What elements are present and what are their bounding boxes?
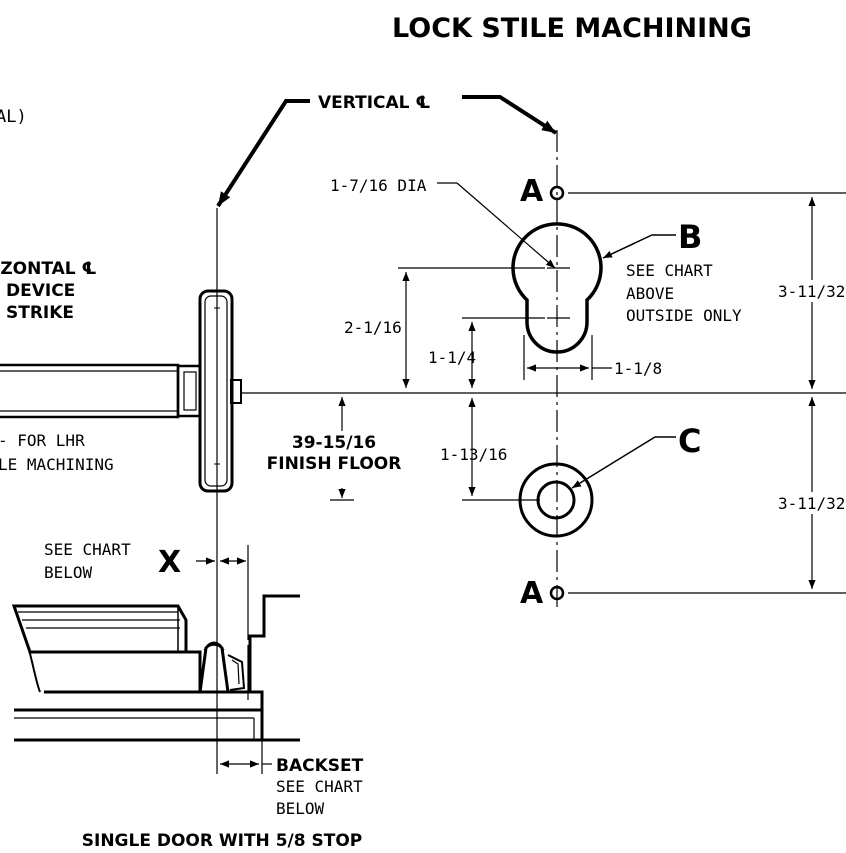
drawing-title: LOCK STILE MACHINING: [392, 13, 752, 44]
outside-only-label: OUTSIDE ONLY: [626, 306, 742, 325]
dim-1-1-8-label: 1-1/8: [614, 359, 662, 378]
dia-label: 1-7/16 DIA: [330, 176, 427, 195]
dim-2-1-16-label: 2-1/16: [344, 318, 402, 337]
dim-1-13-16-label: 1-13/16: [440, 445, 507, 464]
device-label: DEVICE: [6, 281, 75, 301]
drawing-caption: SINGLE DOOR WITH 5/8 STOP: [82, 831, 363, 851]
dim-3-11-32-bottom-label: 3-11/32: [778, 494, 845, 513]
le-machining-label: LE MACHINING: [0, 455, 114, 474]
vertical-cl-leader-left: [216, 99, 310, 208]
backset-below: BELOW: [276, 799, 325, 818]
see-chart-above-line2: ABOVE: [626, 284, 674, 303]
for-lhr-label: - FOR LHR: [0, 431, 85, 450]
point-a-top-label: A: [520, 174, 544, 209]
finish-floor-label: FINISH FLOOR: [267, 454, 402, 474]
x-dimension-label: X: [158, 545, 181, 580]
point-a-top-hole: [549, 185, 565, 201]
exit-device-side-view: [0, 289, 242, 493]
floor-dim-label: 39-15/16: [292, 433, 376, 453]
cylinder-hole-c-inner: [536, 480, 576, 520]
vertical-centerline-label: VERTICAL ℄: [318, 93, 431, 113]
backset-see-chart: SEE CHART: [276, 777, 363, 796]
point-b-leader: [602, 234, 676, 259]
see-chart-below-line2: BELOW: [44, 563, 93, 582]
point-c-leader: [571, 436, 676, 489]
point-b-label: B: [678, 218, 702, 256]
point-a-bottom-hole: [549, 585, 565, 601]
door-frame-section: [11, 594, 300, 742]
point-a-bottom-label: A: [520, 576, 544, 611]
see-chart-below-line1: SEE CHART: [44, 540, 131, 559]
horizontal-centerline-label: IZONTAL ℄: [0, 259, 97, 279]
backset-label: BACKSET: [276, 756, 364, 776]
dim-3-11-32-top-label: 3-11/32: [778, 282, 845, 301]
dia-leader: [456, 182, 556, 269]
cutoff-text-top: AL): [0, 107, 27, 127]
cylinder-cutout-b: [511, 222, 603, 354]
point-c-label: C: [678, 422, 701, 460]
strike-label: STRIKE: [6, 303, 74, 323]
vertical-cl-leader-right: [462, 95, 558, 135]
dim-1-1-4-label: 1-1/4: [428, 348, 476, 367]
see-chart-above-line1: SEE CHART: [626, 261, 713, 280]
